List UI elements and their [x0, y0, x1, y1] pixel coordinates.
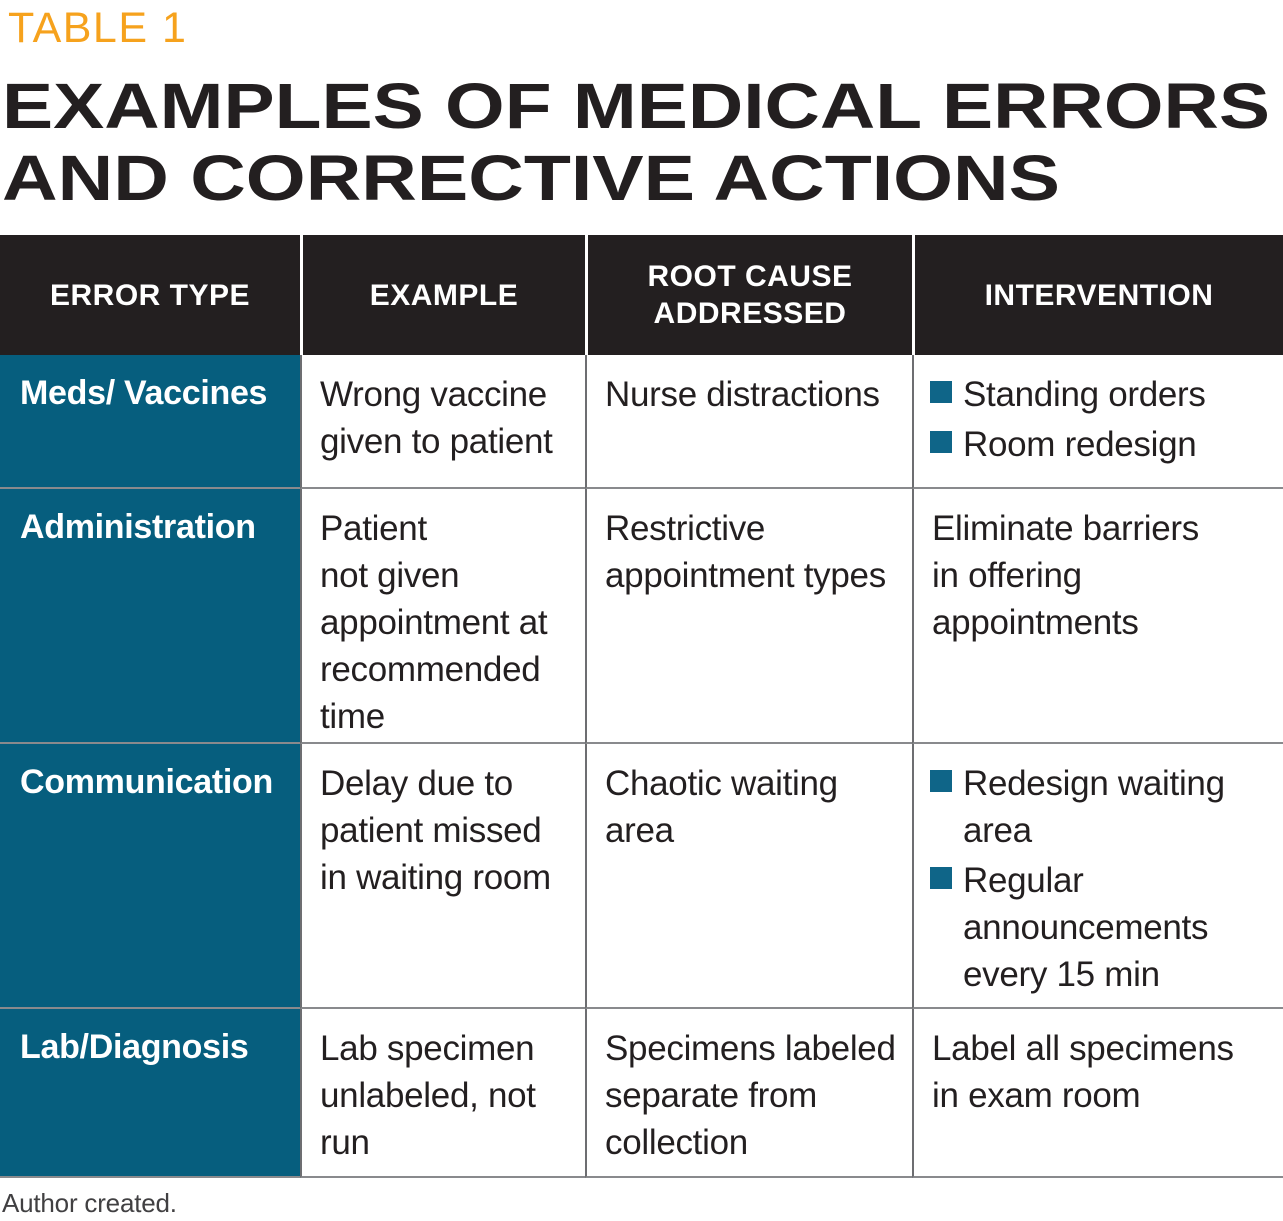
row2-intervention-cell: Eliminate barriers in offering appointme…	[912, 489, 1283, 744]
intervention-bullet-item: Standing orders	[930, 371, 1273, 418]
intervention-text: Label all specimens in exam room	[932, 1029, 1234, 1115]
root-cause-text: Restrictive appointment types	[605, 509, 886, 595]
title-line-1: EXAMPLES OF MEDICAL ERRORS	[2, 70, 1270, 142]
row2-example-cell: Patient not given appointment at recomme…	[300, 489, 585, 744]
header-cell-error-type: ERROR TYPE	[0, 235, 300, 355]
example-text: Wrong vaccine given to patient	[320, 375, 553, 461]
intervention-text: Room redesign	[963, 425, 1197, 464]
row-type-meds-vaccines: Meds/ Vaccines	[0, 355, 300, 489]
row-type-lab-diagnosis: Lab/Diagnosis	[0, 1009, 300, 1178]
row4-intervention-cell: Label all specimens in exam room	[912, 1009, 1283, 1178]
error-type-label: Communication	[20, 763, 273, 801]
intervention-text: Standing orders	[963, 375, 1206, 414]
row3-root-cause-cell: Chaotic waiting area	[585, 744, 912, 1009]
row-type-communication: Communication	[0, 744, 300, 1009]
bullet-square-icon	[930, 431, 952, 453]
row1-root-cause-cell: Nurse distractions	[585, 355, 912, 489]
example-text: Patient not given appointment at recomme…	[320, 509, 548, 736]
row2-root-cause-cell: Restrictive appointment types	[585, 489, 912, 744]
row4-example-cell: Lab specimen unlabeled, not run	[300, 1009, 585, 1178]
root-cause-text: Chaotic waiting area	[605, 764, 838, 850]
root-cause-text: Specimens labeled separate from collecti…	[605, 1029, 896, 1162]
example-text: Lab specimen unlabeled, not run	[320, 1029, 536, 1162]
bullet-square-icon	[930, 770, 952, 792]
header-cell-example: EXAMPLE	[300, 235, 585, 355]
intervention-bullet-item: Room redesign	[930, 421, 1273, 468]
bullet-square-icon	[930, 381, 952, 403]
row3-example-cell: Delay due to patient missed in waiting r…	[300, 744, 585, 1009]
row1-example-cell: Wrong vaccine given to patient	[300, 355, 585, 489]
error-type-label: Administration	[20, 508, 256, 546]
intervention-bullet-item: Regular announcements every 15 min	[930, 857, 1273, 998]
title-line-2: AND CORRECTIVE ACTIONS	[2, 142, 1060, 214]
author-credit: Author created.	[2, 1188, 177, 1218]
intervention-text: Eliminate barriers in offering appointme…	[932, 509, 1199, 642]
row4-root-cause-cell: Specimens labeled separate from collecti…	[585, 1009, 912, 1178]
error-type-label: Meds/ Vaccines	[20, 374, 268, 412]
intervention-text: Regular announcements every 15 min	[963, 861, 1209, 994]
intervention-bullet-item: Redesign waiting area	[930, 760, 1273, 854]
header-cell-intervention: INTERVENTION	[912, 235, 1283, 355]
intervention-bullet-list: Redesign waiting area Regular announceme…	[914, 744, 1283, 998]
row-type-administration: Administration	[0, 489, 300, 744]
row1-intervention-cell: Standing orders Room redesign	[912, 355, 1283, 489]
table-title: EXAMPLES OF MEDICAL ERRORS AND CORRECTIV…	[2, 70, 1270, 214]
row3-intervention-cell: Redesign waiting area Regular announceme…	[912, 744, 1283, 1009]
intervention-bullet-list: Standing orders Room redesign	[914, 355, 1283, 468]
root-cause-text: Nurse distractions	[605, 375, 880, 414]
header-cell-root-cause: ROOT CAUSE ADDRESSED	[585, 235, 912, 355]
error-type-label: Lab/Diagnosis	[20, 1028, 249, 1066]
medical-errors-table: ERROR TYPE EXAMPLE ROOT CAUSE ADDRESSED …	[0, 235, 1283, 1178]
table-kicker: TABLE 1	[8, 4, 188, 52]
bullet-square-icon	[930, 867, 952, 889]
intervention-text: Redesign waiting area	[963, 764, 1225, 850]
example-text: Delay due to patient missed in waiting r…	[320, 764, 551, 897]
